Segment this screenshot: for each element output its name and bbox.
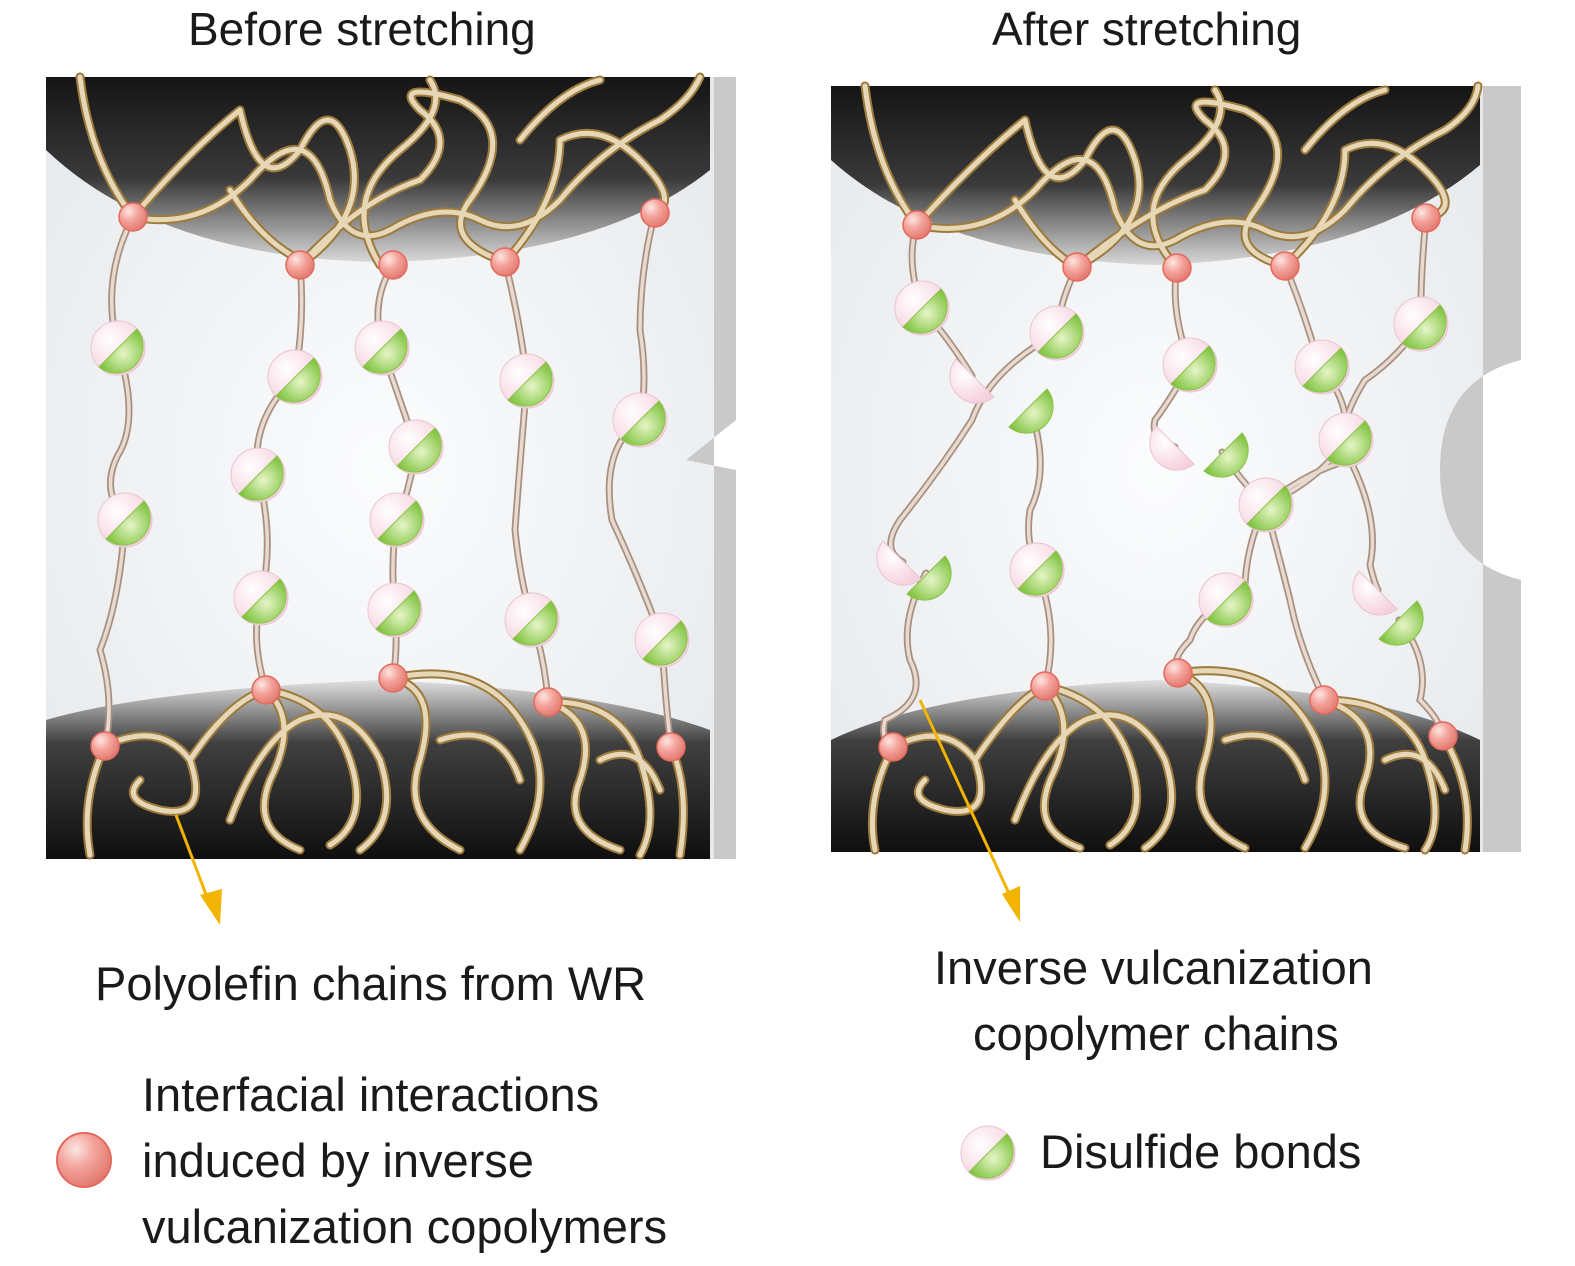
before-stretching-panel xyxy=(46,72,736,925)
polyolefin-arrow xyxy=(174,814,222,925)
polyolefin-chains-top xyxy=(75,72,705,270)
before-stretching-title: Before stretching xyxy=(188,3,536,55)
legend-interfacial-line1: Interfacial interactions xyxy=(142,1068,600,1121)
polyolefin-label: Polyolefin chains from WR xyxy=(95,957,647,1010)
pink-sphere-icon xyxy=(56,1132,112,1188)
after-stretching-panel xyxy=(831,81,1521,922)
polyolefin-chains-top-stretched xyxy=(860,81,1483,273)
polyolefin-chains-bottom-stretched xyxy=(867,666,1472,855)
after-stretching-title: After stretching xyxy=(992,3,1302,55)
pink-green-sphere-icon xyxy=(960,1125,1016,1181)
legend-disulfide: Disulfide bonds xyxy=(1040,1125,1362,1178)
copolymer-arrow xyxy=(918,699,1020,922)
notch-edge xyxy=(686,77,736,859)
legend-interfacial-line2: induced by inverse xyxy=(142,1134,534,1187)
inverse-label-line1: Inverse vulcanization xyxy=(934,941,1373,994)
legend-interfacial-line3: vulcanization copolymers xyxy=(142,1200,668,1253)
polyolefin-chains-bottom xyxy=(82,669,688,860)
crack-edge xyxy=(1440,86,1521,852)
inverse-label-line2: copolymer chains xyxy=(973,1007,1339,1060)
